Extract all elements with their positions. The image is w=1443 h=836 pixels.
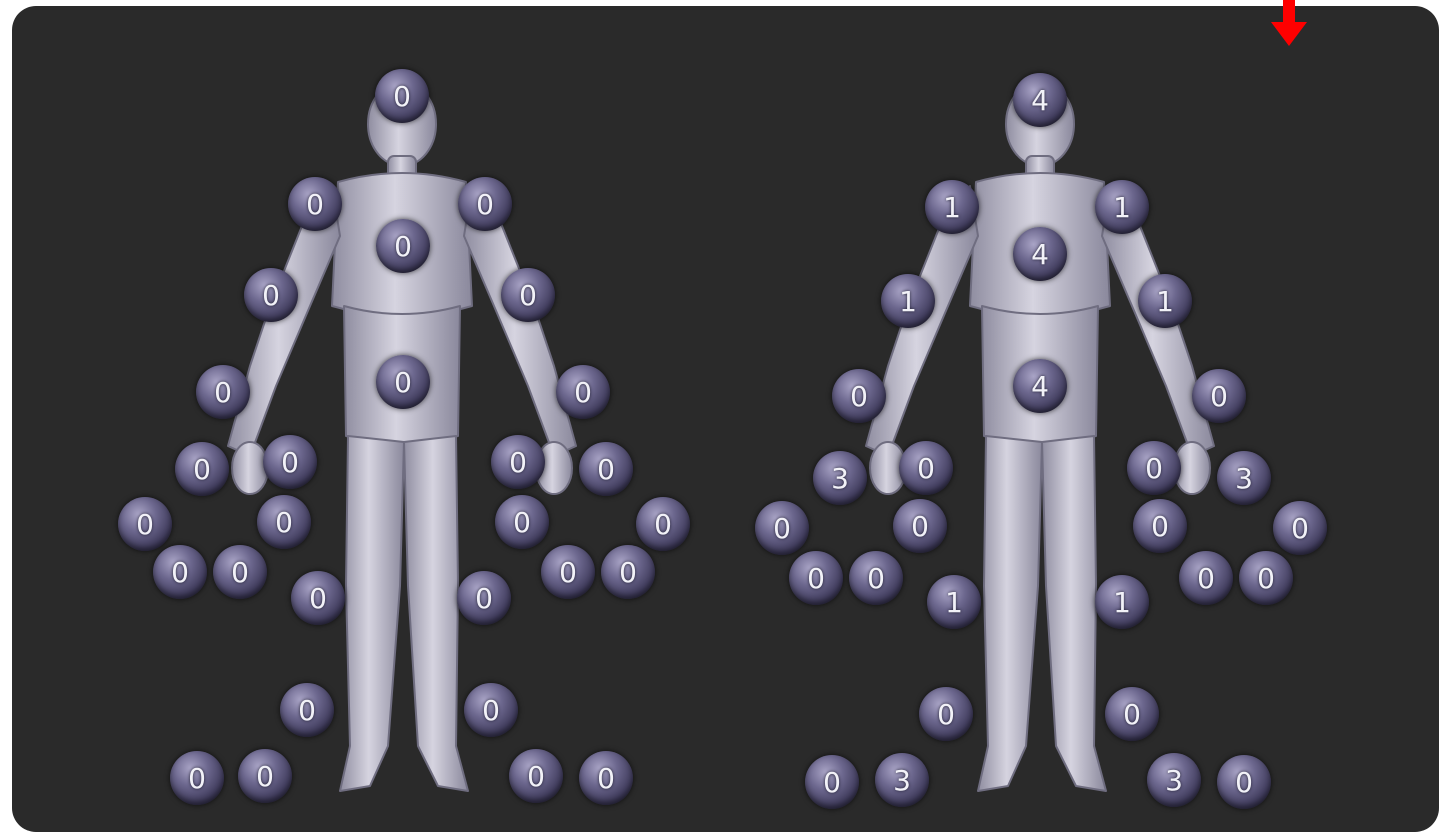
joint-toe-left-2[interactable]: 0: [579, 751, 633, 805]
joint-hand-left[interactable]: 0: [579, 442, 633, 496]
joint-finger-right-3[interactable]: 0: [849, 551, 903, 605]
joint-ankle-right[interactable]: 0: [919, 687, 973, 741]
joint-wrist-left[interactable]: 0: [1192, 369, 1246, 423]
joint-thumb-right[interactable]: 0: [899, 441, 953, 495]
joint-hand-left[interactable]: 3: [1217, 451, 1271, 505]
joint-hand-right[interactable]: 3: [813, 451, 867, 505]
joint-finger-right-1[interactable]: 0: [755, 501, 809, 555]
joint-shoulder-right[interactable]: 1: [925, 180, 979, 234]
joint-knee-left[interactable]: 1: [1095, 575, 1149, 629]
mannequin-body-right: [738, 6, 1378, 832]
joint-elbow-left[interactable]: 1: [1138, 274, 1192, 328]
joint-head[interactable]: 0: [375, 69, 429, 123]
joint-elbow-left[interactable]: 0: [501, 268, 555, 322]
joint-ankle-left[interactable]: 0: [1105, 687, 1159, 741]
joint-finger-right-2[interactable]: 0: [789, 551, 843, 605]
joint-elbow-right[interactable]: 1: [881, 274, 935, 328]
joint-toe-left-1[interactable]: 3: [1147, 753, 1201, 807]
joint-index-left[interactable]: 0: [1133, 499, 1187, 553]
skeleton-panel: 0 0 0 0 0 0 0 0 0 0 0 0 0 0 0 0 0 0 0 0 …: [12, 6, 1439, 832]
joint-knee-right[interactable]: 1: [927, 575, 981, 629]
joint-finger-right-2[interactable]: 0: [153, 545, 207, 599]
joint-wrist-right[interactable]: 0: [196, 365, 250, 419]
joint-index-left[interactable]: 0: [495, 495, 549, 549]
joint-shoulder-left[interactable]: 1: [1095, 180, 1149, 234]
joint-thumb-left[interactable]: 0: [491, 435, 545, 489]
joint-shoulder-right[interactable]: 0: [288, 177, 342, 231]
joint-wrist-right[interactable]: 0: [832, 369, 886, 423]
joint-shoulder-left[interactable]: 0: [458, 177, 512, 231]
joint-thumb-right[interactable]: 0: [263, 435, 317, 489]
joint-toe-left-1[interactable]: 0: [509, 749, 563, 803]
joint-finger-right-1[interactable]: 0: [118, 497, 172, 551]
joint-hand-right[interactable]: 0: [175, 442, 229, 496]
joint-toe-right-2[interactable]: 0: [238, 749, 292, 803]
mannequin-body-left: [100, 6, 740, 832]
figure-left: 0 0 0 0 0 0 0 0 0 0 0 0 0 0 0 0 0 0 0 0 …: [100, 6, 740, 832]
joint-thumb-left[interactable]: 0: [1127, 441, 1181, 495]
red-down-arrow-icon: [1271, 0, 1307, 48]
figure-right: 4 1 1 4 4 1 1 0 0 3 3 0 0 0 0 0 0 0 0 0 …: [738, 6, 1378, 832]
joint-chest[interactable]: 4: [1013, 227, 1067, 281]
joint-elbow-right[interactable]: 0: [244, 268, 298, 322]
joint-ankle-left[interactable]: 0: [464, 683, 518, 737]
joint-finger-left-2[interactable]: 0: [1179, 551, 1233, 605]
joint-abdomen[interactable]: 4: [1013, 359, 1067, 413]
joint-toe-left-2[interactable]: 0: [1217, 755, 1271, 809]
joint-finger-left-1[interactable]: 0: [636, 497, 690, 551]
joint-abdomen[interactable]: 0: [376, 355, 430, 409]
joint-finger-left-1[interactable]: 0: [1273, 501, 1327, 555]
joint-index-right[interactable]: 0: [257, 495, 311, 549]
joint-index-right[interactable]: 0: [893, 499, 947, 553]
joint-finger-left-3[interactable]: 0: [1239, 551, 1293, 605]
joint-finger-left-3[interactable]: 0: [601, 545, 655, 599]
joint-knee-left[interactable]: 0: [457, 571, 511, 625]
joint-toe-right-1[interactable]: 0: [805, 755, 859, 809]
joint-head[interactable]: 4: [1013, 73, 1067, 127]
joint-toe-right-2[interactable]: 3: [875, 753, 929, 807]
joint-finger-right-3[interactable]: 0: [213, 545, 267, 599]
joint-ankle-right[interactable]: 0: [280, 683, 334, 737]
joint-toe-right-1[interactable]: 0: [170, 751, 224, 805]
joint-chest[interactable]: 0: [376, 219, 430, 273]
joint-wrist-left[interactable]: 0: [556, 365, 610, 419]
joint-finger-left-2[interactable]: 0: [541, 545, 595, 599]
joint-knee-right[interactable]: 0: [291, 571, 345, 625]
